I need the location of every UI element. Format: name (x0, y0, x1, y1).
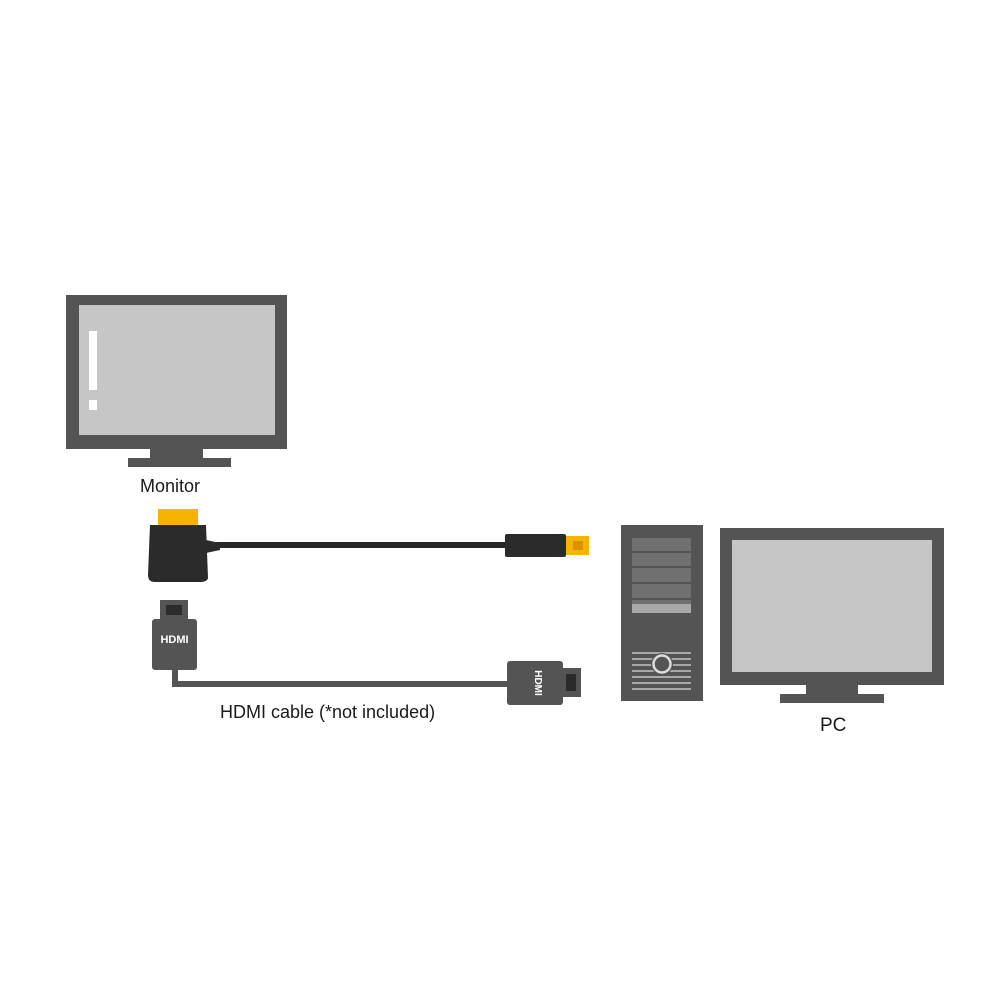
screen-glare-dot (89, 400, 97, 410)
power-button (652, 654, 672, 674)
adapter-cable (148, 509, 589, 582)
monitor-neck (150, 449, 203, 459)
drive-slot (632, 604, 691, 613)
monitor-screen (79, 305, 275, 435)
monitor-label: Monitor (140, 476, 201, 496)
vent-line-6 (632, 682, 691, 684)
monitor-icon (66, 295, 287, 467)
pc-monitor-screen (732, 540, 932, 672)
hdmi-right-plug-text: HDMI (532, 670, 543, 696)
vent-line-1 (632, 652, 691, 654)
pc-monitor-base (780, 694, 884, 703)
vent-line-5 (632, 676, 691, 678)
hdmi-right-plug-body (507, 661, 563, 705)
usb-connector-boot (505, 534, 566, 557)
hdmi-cable-wire (172, 670, 510, 687)
adapter-strain-relief (206, 540, 220, 553)
drive-bay-4 (632, 598, 691, 600)
pc-label: PC (820, 715, 847, 736)
drive-bay-1 (632, 551, 691, 553)
vent-line-7 (632, 688, 691, 690)
adapter-hdmi-housing (148, 525, 208, 582)
drive-bay-2 (632, 566, 691, 568)
usb-connector-contact (573, 541, 583, 550)
pc-monitor-icon (720, 528, 944, 703)
pc-monitor-neck (806, 685, 858, 695)
hdmi-cable-label: HDMI cable (*not included) (220, 702, 436, 722)
screen-glare-mark (89, 331, 97, 390)
pc-tower-icon (621, 525, 703, 701)
tower-panel (632, 538, 691, 613)
hdmi-left-plug-tip-slot (166, 605, 182, 615)
hdmi-left-plug-body (152, 619, 197, 670)
hdmi-cable-icon: HDMI HDMI (152, 600, 581, 705)
monitor-base (128, 458, 231, 467)
hdmi-left-plug-text: HDMI (160, 634, 188, 646)
drive-bay-3 (632, 582, 691, 584)
hdmi-right-plug-tip-slot (566, 674, 576, 691)
